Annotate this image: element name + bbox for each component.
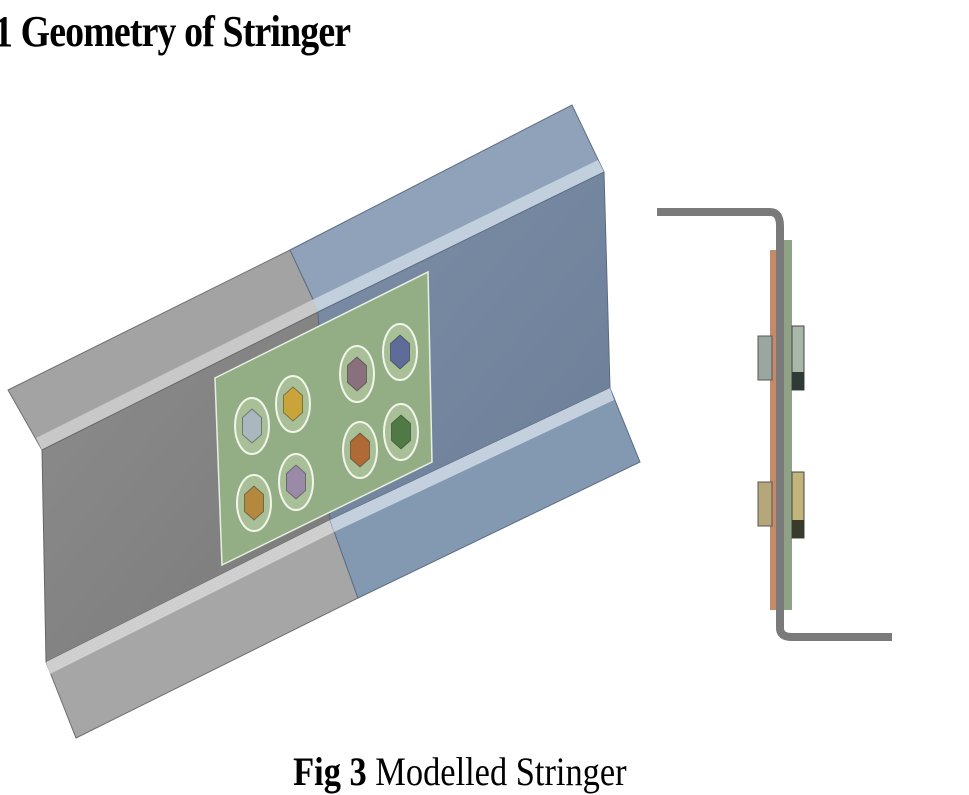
profile-bolt-upper-nut-shade xyxy=(792,372,804,390)
figure-caption-text: Modelled Stringer xyxy=(375,749,627,794)
bolt xyxy=(278,453,314,511)
bolt-head xyxy=(283,386,303,422)
profile-bolt-lower-nut-shade xyxy=(792,520,804,538)
bolt xyxy=(383,403,419,461)
bolt xyxy=(342,421,378,479)
bolt xyxy=(275,375,311,433)
bolt-group xyxy=(234,323,419,532)
section-heading: 1 Geometry of Stringer xyxy=(0,7,351,56)
profile-top-flange xyxy=(657,208,892,641)
stringer-profile xyxy=(657,208,892,641)
bolt xyxy=(339,345,375,403)
bolt-head xyxy=(391,414,411,450)
blue-top-flange-highlight xyxy=(312,160,604,312)
profile-splice-plate-inner xyxy=(784,240,792,610)
bolt xyxy=(236,474,272,532)
bolt xyxy=(234,397,270,455)
bolt-head xyxy=(286,464,306,500)
bolt-head xyxy=(347,356,367,392)
bolt-head xyxy=(244,485,264,521)
stringer-3d-model xyxy=(7,104,641,739)
bolt-head xyxy=(390,334,410,370)
blue-bottom-flange-highlight xyxy=(330,388,614,532)
profile-splice-plate xyxy=(770,250,776,610)
figure-caption: Fig 3 Modelled Stringer xyxy=(0,750,920,794)
profile-bolt-lower-head xyxy=(757,481,773,527)
grey-top-flange-highlight xyxy=(36,300,318,450)
figure-caption-label: Fig 3 xyxy=(293,749,367,794)
profile-bolt-upper-head xyxy=(757,335,773,381)
grey-bottom-flange-highlight xyxy=(46,520,334,674)
bolt-head xyxy=(242,408,262,444)
bolt-head xyxy=(350,432,370,468)
bolt xyxy=(382,323,418,381)
